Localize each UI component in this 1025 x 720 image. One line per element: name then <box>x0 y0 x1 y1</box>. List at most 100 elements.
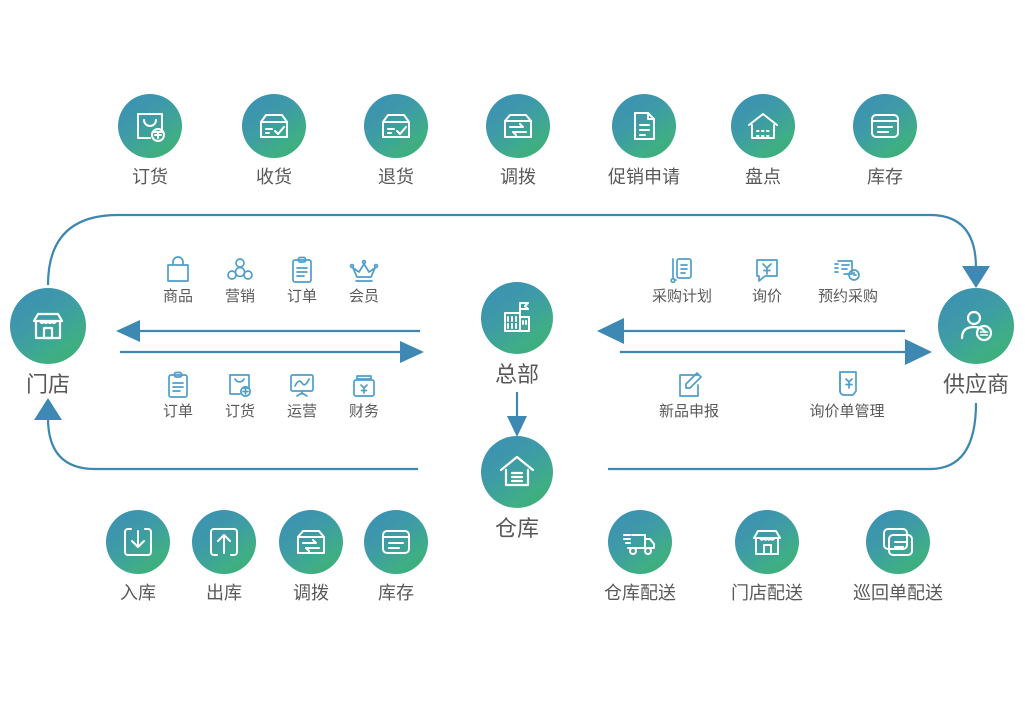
order-clipboard-icon <box>290 250 314 284</box>
node-label: 供应商 <box>942 372 1009 397</box>
node-label: 调拨 <box>293 583 329 603</box>
arrow-into-store <box>34 398 62 420</box>
shopping-bag-icon <box>165 250 191 284</box>
node-bottom-transfer[interactable]: 调拨 <box>279 510 343 603</box>
node-store[interactable]: 门店 <box>10 288 86 397</box>
transfer-box-arrows-icon <box>486 94 550 158</box>
feature-label: 财务 <box>348 403 379 420</box>
promotion-document-icon <box>612 94 676 158</box>
route-documents-icon <box>866 510 930 574</box>
arrow-supplier-to-hq <box>597 318 624 344</box>
node-label: 库存 <box>378 583 414 603</box>
node-label: 退货 <box>378 167 414 187</box>
node-top-receive[interactable]: 收货 <box>242 94 306 187</box>
feature-label: 新品申报 <box>658 403 719 420</box>
feature-label: 订单 <box>162 403 193 420</box>
delivery-truck-icon <box>608 510 672 574</box>
feature-purchase-plan[interactable]: 采购计划 <box>634 250 730 305</box>
feature-label: 订货 <box>224 403 255 420</box>
feature-finance[interactable]: 财务 <box>328 365 400 420</box>
warehouse-house-icon <box>481 436 553 508</box>
feature-ordering[interactable]: 订货 <box>204 365 276 420</box>
node-label: 入库 <box>120 583 156 603</box>
feature-inquiry-sheet[interactable]: 询价单管理 <box>799 365 895 420</box>
node-label: 盘点 <box>745 167 781 187</box>
node-label: 门店配送 <box>731 583 803 603</box>
node-top-transfer[interactable]: 调拨 <box>486 94 550 187</box>
node-bottom-inbound[interactable]: 入库 <box>106 510 170 603</box>
order-bag-plus-icon <box>118 94 182 158</box>
new-product-pencil-icon <box>675 365 703 399</box>
purchase-plan-icon <box>668 250 696 284</box>
marketing-people-icon <box>226 250 254 284</box>
stocktake-warehouse-icon <box>731 94 795 158</box>
node-top-order[interactable]: 订货 <box>118 94 182 187</box>
inquiry-yuan-bubble-icon <box>753 250 781 284</box>
feature-label: 会员 <box>348 288 379 305</box>
node-label: 仓库配送 <box>604 583 676 603</box>
feature-new-product[interactable]: 新品申报 <box>641 365 737 420</box>
feature-member[interactable]: 会员 <box>328 250 400 305</box>
feature-label: 商品 <box>162 288 193 305</box>
node-label: 总部 <box>494 362 539 387</box>
inbound-arrow-down-icon <box>106 510 170 574</box>
feature-inquiry[interactable]: 询价 <box>731 250 803 305</box>
arrow-hq-to-store <box>116 320 140 342</box>
outbound-arrow-up-icon <box>192 510 256 574</box>
node-label: 门店 <box>25 372 70 397</box>
order-clipboard-icon <box>166 365 190 399</box>
feature-goods[interactable]: 商品 <box>142 250 214 305</box>
feature-label: 营销 <box>224 288 255 305</box>
store-front-icon <box>10 288 86 364</box>
store-front-icon <box>735 510 799 574</box>
node-label: 出库 <box>206 583 242 603</box>
finance-yuan-box-icon <box>351 365 377 399</box>
feature-order-top[interactable]: 订单 <box>266 250 338 305</box>
feature-label: 询价 <box>751 288 782 305</box>
inventory-box-lines-icon <box>364 510 428 574</box>
node-label: 调拨 <box>500 167 536 187</box>
feature-label: 预约采购 <box>817 288 878 305</box>
node-bottom-store-delivery[interactable]: 门店配送 <box>731 510 803 603</box>
node-label: 巡回单配送 <box>853 583 943 603</box>
feature-marketing[interactable]: 营销 <box>204 250 276 305</box>
inquiry-sheet-manage-icon <box>833 365 861 399</box>
arrow-store-to-hq <box>400 341 424 363</box>
node-top-return[interactable]: 退货 <box>364 94 428 187</box>
node-bottom-inventory[interactable]: 库存 <box>364 510 428 603</box>
loop-path-bottom-right <box>929 402 978 471</box>
loop-path-top-right <box>929 213 978 269</box>
transfer-box-arrows-icon <box>279 510 343 574</box>
node-label: 库存 <box>867 167 903 187</box>
return-box-check-icon <box>364 94 428 158</box>
receive-box-check-icon <box>242 94 306 158</box>
node-bottom-route-delivery[interactable]: 巡回单配送 <box>853 510 943 603</box>
feature-operations[interactable]: 运营 <box>266 365 338 420</box>
arrow-hq-to-warehouse <box>507 416 527 437</box>
office-building-flag-icon <box>481 282 553 354</box>
node-top-inventory[interactable]: 库存 <box>853 94 917 187</box>
feature-order-bottom[interactable]: 订单 <box>142 365 214 420</box>
loop-path-bottom-left <box>46 417 96 471</box>
arrow-hq-to-supplier <box>905 339 932 365</box>
node-top-promotion[interactable]: 促销申请 <box>608 94 680 187</box>
node-warehouse[interactable]: 仓库 <box>481 436 553 541</box>
node-label: 仓库 <box>494 516 539 541</box>
feature-label: 订单 <box>286 288 317 305</box>
operations-chart-icon <box>288 365 316 399</box>
node-label: 收货 <box>256 167 292 187</box>
feature-label: 运营 <box>286 403 317 420</box>
node-supplier[interactable]: 供应商 <box>938 288 1014 397</box>
feature-scheduled-purchase[interactable]: 预约采购 <box>800 250 896 305</box>
feature-label: 采购计划 <box>651 288 712 305</box>
node-label: 促销申请 <box>608 167 680 187</box>
order-bag-plus-icon <box>227 365 253 399</box>
node-bottom-warehouse-delivery[interactable]: 仓库配送 <box>604 510 676 603</box>
node-headquarters[interactable]: 总部 <box>481 282 553 387</box>
node-bottom-outbound[interactable]: 出库 <box>192 510 256 603</box>
node-label: 订货 <box>132 167 168 187</box>
feature-label: 询价单管理 <box>809 403 885 420</box>
member-crown-icon <box>349 250 379 284</box>
node-top-stocktake[interactable]: 盘点 <box>731 94 795 187</box>
